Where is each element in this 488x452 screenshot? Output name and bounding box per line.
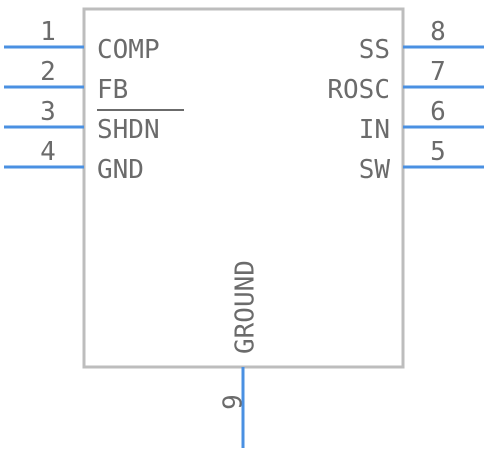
pin-6: 6 IN (359, 97, 484, 145)
pin-6-number: 6 (430, 97, 446, 127)
pin-7: 7 ROSC (327, 57, 484, 105)
pin-6-label: IN (359, 115, 390, 145)
component-body (82, 7, 405, 369)
pin-9-number: 9 (219, 394, 249, 410)
pin-5-label: SW (359, 155, 391, 185)
pin-9-label: GROUND (231, 260, 261, 354)
pin-4: 4 GND (4, 137, 144, 185)
pin-7-number: 7 (430, 57, 446, 87)
pin-8-number: 8 (430, 17, 446, 47)
pin-5-number: 5 (430, 137, 446, 167)
pin-2-number: 2 (40, 57, 56, 87)
pin-1-label: COMP (97, 35, 160, 65)
pin-3-number: 3 (40, 97, 56, 127)
pin-5: 5 SW (359, 137, 484, 185)
pin-8: 8 SS (359, 17, 484, 65)
pin-9: 9 GROUND (219, 260, 261, 448)
pin-3-label: SHDN (97, 115, 160, 145)
pin-3: 3 SHDN (4, 97, 184, 145)
pin-4-label: GND (97, 155, 144, 185)
pin-1-number: 1 (40, 17, 56, 47)
pin-1: 1 COMP (4, 17, 160, 65)
pin-2-label: FB (97, 75, 128, 105)
pin-2: 2 FB (4, 57, 128, 105)
pin-8-label: SS (359, 35, 390, 65)
pin-7-label: ROSC (327, 75, 390, 105)
pin-4-number: 4 (40, 137, 56, 167)
